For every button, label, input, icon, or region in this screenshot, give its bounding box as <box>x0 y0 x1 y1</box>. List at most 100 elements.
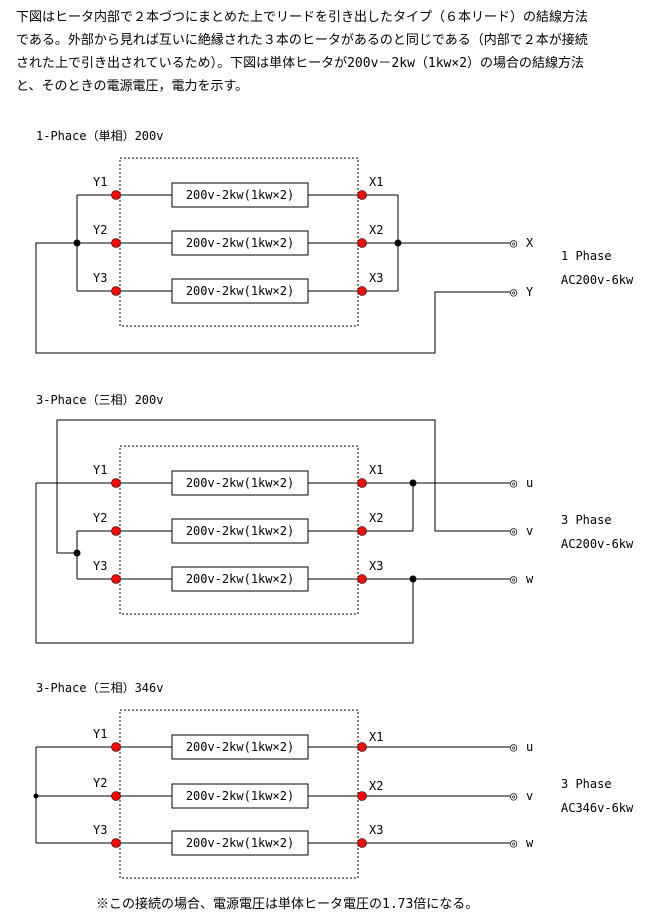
heater-label: 200v-2kw(1kw×2) <box>186 236 294 250</box>
diagram-three-phase-200v: 3-Phace（三相）200v 200v-2kw(1kw×2) 200v-2kw… <box>35 393 634 644</box>
heater-element <box>171 734 309 760</box>
wire <box>56 419 510 554</box>
heater-label: 200v-2kw(1kw×2) <box>186 789 294 803</box>
output-terminal-symbol: ◎ <box>510 524 517 538</box>
heater-label: 200v-2kw(1kw×2) <box>186 740 294 754</box>
terminal-y2 <box>111 238 121 248</box>
output-label: w <box>526 572 534 586</box>
heater-element <box>171 230 309 256</box>
heater-label: 200v-2kw(1kw×2) <box>186 836 294 850</box>
terminal-label: X3 <box>369 559 383 573</box>
junction-dot <box>73 239 81 247</box>
terminal-x3 <box>357 838 367 848</box>
terminal-y1 <box>111 742 121 752</box>
junction-dot <box>409 479 417 487</box>
terminal-x1 <box>357 742 367 752</box>
heater-element <box>171 830 309 856</box>
terminal-label: X1 <box>369 463 383 477</box>
intro-line: である。外部から見れば互いに絶縁された３本のヒータがあるのと同じである（内部で２… <box>16 33 588 48</box>
output-terminal-symbol: ◎ <box>510 789 517 803</box>
wire <box>35 242 510 354</box>
intro-line: 下図はヒータ内部で２本づつにまとめた上でリードを引き出したタイプ（６本リード）の… <box>16 10 589 25</box>
terminal-y1 <box>111 190 121 200</box>
terminal-y3 <box>111 838 121 848</box>
diagram-single-phase-200v: 1-Phace（単相）200v 200v-2kw(1kw×2) 200v-2kw… <box>35 129 634 354</box>
supply-type: 3 Phase <box>561 513 612 527</box>
terminal-label: X2 <box>369 779 383 793</box>
output-label: Y <box>526 285 534 299</box>
junction-dot <box>33 793 39 799</box>
diagram-three-phase-346v: 3-Phace（三相）346v 200v-2kw(1kw×2) 200v-2kw… <box>33 681 634 879</box>
heater-element <box>171 278 309 304</box>
heater-element <box>171 518 309 544</box>
terminal-x1 <box>357 190 367 200</box>
terminal-y3 <box>111 574 121 584</box>
terminal-x3 <box>357 286 367 296</box>
junction-dot <box>394 239 402 247</box>
heater-label: 200v-2kw(1kw×2) <box>186 188 294 202</box>
heater-element <box>171 182 309 208</box>
output-terminal-symbol: ◎ <box>510 836 517 850</box>
terminal-label: X2 <box>369 511 383 525</box>
heater-element <box>171 470 309 496</box>
terminal-label: Y3 <box>93 823 107 837</box>
supply-rating: AC200v-6kw <box>561 273 634 287</box>
output-terminal-symbol: ◎ <box>510 740 517 754</box>
wire <box>77 194 510 292</box>
heater-label: 200v-2kw(1kw×2) <box>186 572 294 586</box>
terminal-x1 <box>357 478 367 488</box>
output-label: w <box>526 836 534 850</box>
terminal-y2 <box>111 791 121 801</box>
terminal-y3 <box>111 286 121 296</box>
terminal-label: X1 <box>369 175 383 189</box>
junction-dot <box>409 575 417 583</box>
terminal-label: X2 <box>369 223 383 237</box>
terminal-label: Y2 <box>93 776 107 790</box>
terminal-x2 <box>357 791 367 801</box>
output-label: u <box>526 740 533 754</box>
terminal-label: Y1 <box>93 175 107 189</box>
output-label: X <box>526 236 534 250</box>
diagram-title: 3-Phace（三相）346v <box>36 681 163 695</box>
wire <box>36 746 510 844</box>
intro-text: 下図はヒータ内部で２本づつにまとめた上でリードを引き出したタイプ（６本リード）の… <box>16 6 656 98</box>
diagram-title: 1-Phace（単相）200v <box>36 129 163 143</box>
footnote: ※この接続の場合、電源電圧は単体ヒータ電圧の1.73倍になる。 <box>96 897 479 912</box>
output-label: u <box>526 476 533 490</box>
junction-dot <box>73 549 81 557</box>
terminal-x2 <box>357 526 367 536</box>
heater-element <box>171 566 309 592</box>
terminal-label: X3 <box>369 823 383 837</box>
terminal-label: X3 <box>369 271 383 285</box>
terminal-label: X1 <box>369 730 383 744</box>
terminal-label: Y1 <box>93 727 107 741</box>
intro-line: された上で引き出されているため）。下図は単体ヒータが200v－2kw（1kw×2… <box>16 56 585 71</box>
heater-label: 200v-2kw(1kw×2) <box>186 284 294 298</box>
heater-element <box>171 783 309 809</box>
output-label: v <box>526 524 533 538</box>
terminal-label: Y2 <box>93 511 107 525</box>
output-terminal-symbol: ◎ <box>510 236 517 250</box>
terminal-y2 <box>111 526 121 536</box>
diagram-title: 3-Phace（三相）200v <box>36 393 163 407</box>
supply-type: 3 Phase <box>561 777 612 791</box>
output-terminal-symbol: ◎ <box>510 285 517 299</box>
intro-line: と、そのときの電源電圧，電力を示す。 <box>16 79 249 94</box>
terminal-label: Y3 <box>93 271 107 285</box>
output-terminal-symbol: ◎ <box>510 476 517 490</box>
terminal-label: Y2 <box>93 223 107 237</box>
supply-type: 1 Phase <box>561 249 612 263</box>
wiring-diagrams: 1-Phace（単相）200v 200v-2kw(1kw×2) 200v-2kw… <box>33 129 634 879</box>
supply-rating: AC200v-6kw <box>561 537 634 551</box>
terminal-label: Y1 <box>93 463 107 477</box>
supply-rating: AC346v-6kw <box>561 801 634 815</box>
output-terminal-symbol: ◎ <box>510 572 517 586</box>
terminal-y1 <box>111 478 121 488</box>
terminal-x2 <box>357 238 367 248</box>
heater-label: 200v-2kw(1kw×2) <box>186 476 294 490</box>
terminal-x3 <box>357 574 367 584</box>
terminal-label: Y3 <box>93 559 107 573</box>
heater-label: 200v-2kw(1kw×2) <box>186 524 294 538</box>
output-label: v <box>526 789 533 803</box>
wire <box>35 483 414 644</box>
